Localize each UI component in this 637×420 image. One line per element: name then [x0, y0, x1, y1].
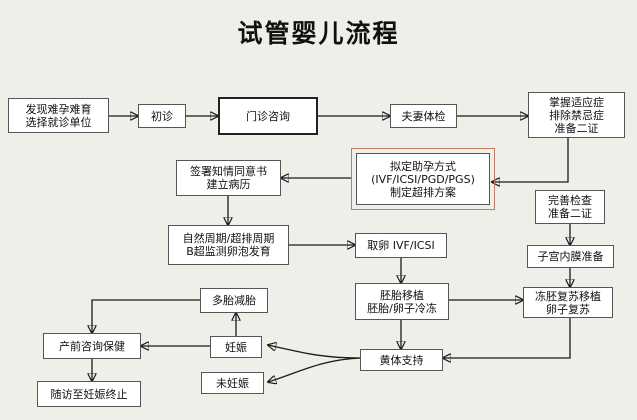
node-egg-retrieval: 取卵 IVF/ICSI	[355, 233, 447, 258]
node-followup: 随访至妊娠终止	[37, 381, 141, 407]
node-pregnant: 妊娠	[210, 336, 262, 358]
node-multi-reduction: 多胎减胎	[200, 288, 268, 313]
arrow-reduction-prenatal	[92, 299, 200, 333]
arrow-indications-plan	[492, 138, 569, 182]
arrow-luteal-pregnant	[268, 345, 361, 359]
node-not-pregnant: 未妊娠	[201, 372, 264, 394]
node-outpatient: 门诊咨询	[218, 97, 318, 135]
node-indications: 掌握适应症排除禁忌症准备二证	[528, 92, 625, 138]
node-frozen-transfer: 冻胚复苏移植卵子复苏	[523, 287, 613, 318]
node-first-visit: 初诊	[138, 104, 186, 128]
arrow-frozen-luteal	[443, 318, 571, 358]
node-couple-check: 夫妻体检	[390, 104, 457, 128]
node-discover: 发现难孕难育选择就诊单位	[8, 98, 109, 133]
node-luteal: 黄体支持	[360, 349, 443, 371]
node-consent: 签署知情同意书建立病历	[176, 160, 281, 196]
node-improve-check: 完善检查准备二证	[535, 190, 605, 224]
node-embryo-transfer: 胚胎移植胚胎/卵子冷冻	[355, 283, 449, 320]
node-plan: 拟定助孕方式(IVF/ICSI/PGD/PGS)制定超排方案	[351, 148, 495, 210]
arrow-luteal-notpregnant	[268, 357, 361, 382]
node-endometrium: 子宫内膜准备	[527, 245, 614, 268]
node-prenatal: 产前咨询保健	[43, 333, 141, 359]
page-title: 试管婴儿流程	[237, 19, 400, 48]
